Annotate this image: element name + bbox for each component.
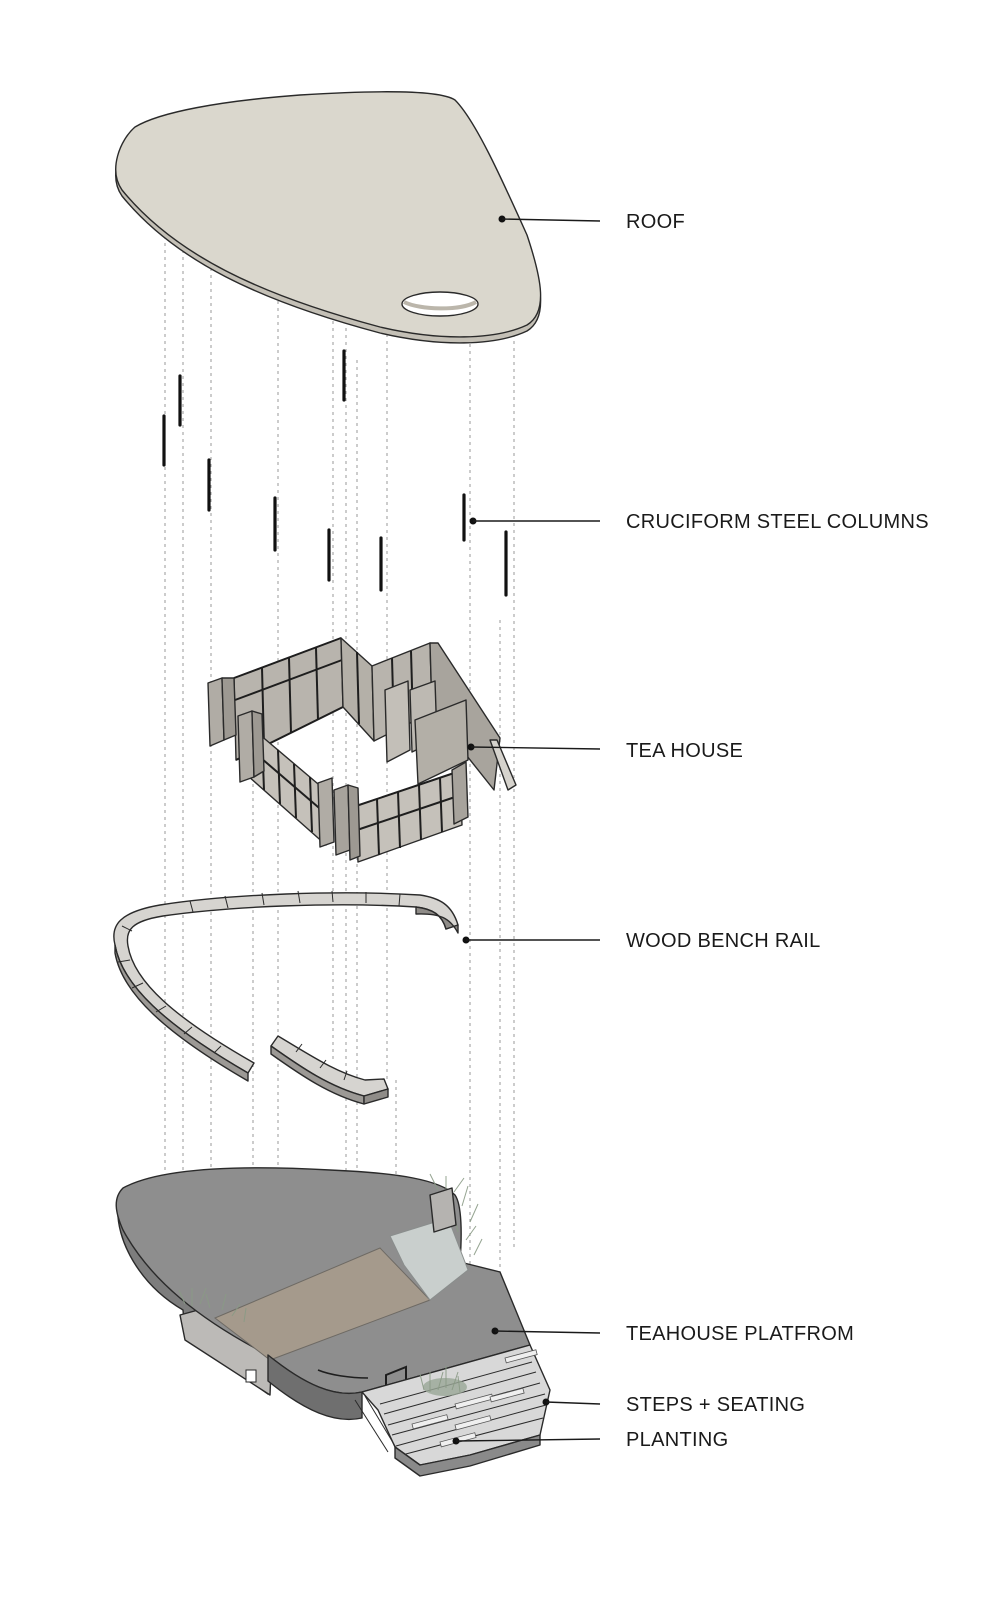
label-roof: ROOF	[626, 211, 685, 233]
roof-layer	[115, 91, 542, 344]
tea-house-wall-front-right	[355, 770, 463, 863]
label-planting: PLANTING	[626, 1429, 728, 1451]
label-wood-bench-rail: WOOD BENCH RAIL	[626, 930, 821, 952]
label-tea-house: TEA HOUSE	[626, 740, 743, 762]
annotation-roof: ROOF	[498, 211, 685, 233]
tea-house-screen-panel	[489, 739, 517, 791]
label-steps-seating: STEPS + SEATING	[626, 1394, 805, 1416]
label-teahouse-platform: TEAHOUSE PLATFROM	[626, 1323, 854, 1345]
cruciform-steel-columns	[162, 349, 508, 597]
tea-house-layer	[207, 637, 517, 863]
roof-oculus	[401, 291, 479, 317]
bench-rail-side	[415, 906, 459, 934]
annotation-tea-house: TEA HOUSE	[467, 740, 743, 762]
annotation-planting: PLANTING	[452, 1429, 728, 1451]
platform-side-front	[267, 1354, 363, 1421]
tea-house-partition-3	[414, 699, 469, 785]
annotation-columns: CRUCIFORM STEEL COLUMNS	[469, 511, 929, 533]
wood-bench-rail-layer	[113, 890, 459, 1105]
annotation-bench-rail: WOOD BENCH RAIL	[462, 930, 821, 952]
label-cruciform-steel-columns: CRUCIFORM STEEL COLUMNS	[626, 511, 929, 533]
planting-center	[423, 1378, 467, 1396]
annotation-steps: STEPS + SEATING	[542, 1394, 805, 1416]
teahouse-platform-layer	[115, 1167, 551, 1477]
annotation-platform: TEAHOUSE PLATFROM	[491, 1323, 854, 1345]
tea-house-partition-1	[384, 680, 411, 763]
roof-slab	[115, 91, 542, 338]
